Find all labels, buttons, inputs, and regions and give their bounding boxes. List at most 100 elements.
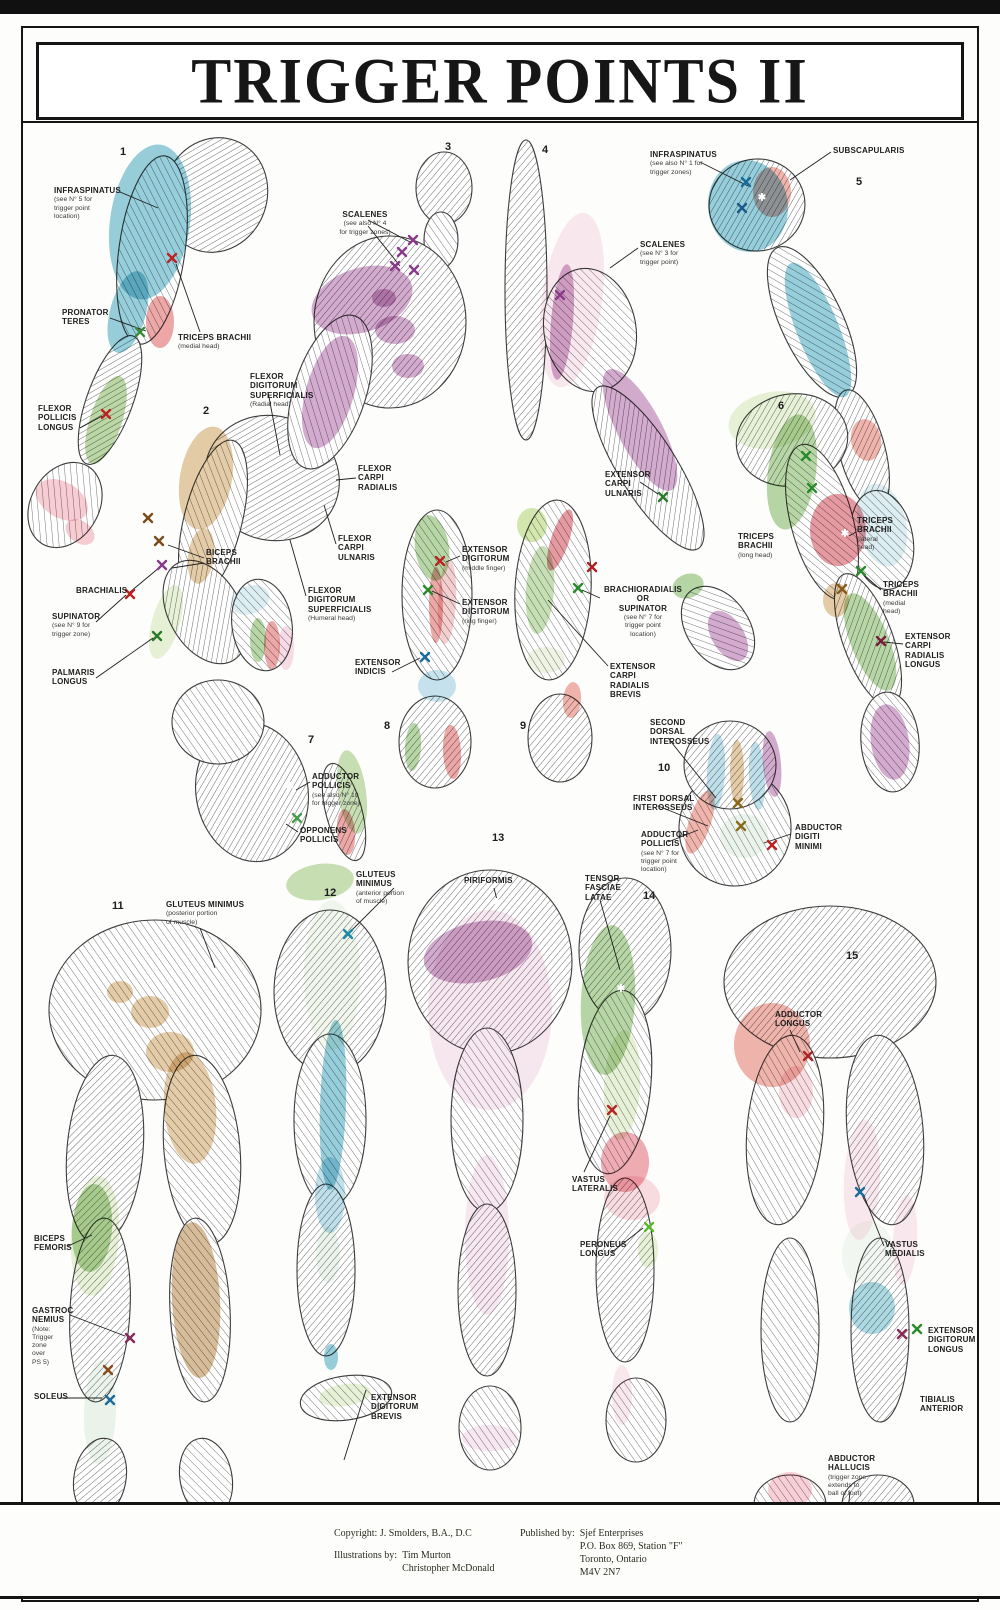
credits-divider — [0, 1502, 1000, 1505]
trigger-zone — [612, 1365, 632, 1425]
leader-line — [343, 1389, 367, 1461]
trigger-zone — [672, 573, 704, 599]
trigger-zone — [437, 560, 457, 644]
illustrations-credit: Illustrations by: Tim Murton Christopher… — [334, 1549, 495, 1575]
publisher-address: Sjef Enterprises P.O. Box 869, Station "… — [580, 1527, 683, 1579]
published-label: Published by: — [520, 1528, 575, 1539]
trigger-zone — [404, 723, 422, 771]
trigger-zone — [146, 296, 174, 348]
leader-line — [657, 805, 709, 827]
trigger-zone — [462, 1425, 518, 1451]
trigger-zone — [843, 1120, 881, 1240]
trigger-zone — [730, 740, 744, 804]
trigger-zone — [36, 479, 88, 521]
sketch-part — [504, 139, 548, 441]
trigger-point-marker — [291, 812, 303, 824]
publisher-line: Toronto, Ontario — [579, 1554, 647, 1565]
trigger-point-marker — [124, 588, 136, 600]
leader-line — [335, 477, 357, 481]
trigger-point-marker — [657, 491, 669, 503]
trigger-zone — [278, 626, 294, 670]
leader-line — [109, 317, 147, 332]
leader-line — [69, 1314, 126, 1337]
trigger-point-marker — [586, 561, 598, 573]
trigger-zone — [527, 647, 565, 673]
trigger-point-marker — [606, 1104, 618, 1116]
trigger-zone — [546, 509, 574, 571]
trigger-zone — [707, 610, 749, 662]
leader-line — [323, 504, 337, 545]
leader-line — [391, 657, 421, 673]
leader-line — [199, 927, 216, 969]
trigger-zone — [65, 519, 95, 545]
trigger-point-marker — [643, 1221, 655, 1233]
illustrations-label: Illustrations by: — [334, 1550, 398, 1561]
leader-line — [445, 555, 461, 563]
trigger-point-marker — [875, 635, 887, 647]
trigger-zone — [465, 1155, 509, 1315]
illustrator: Christopher McDonald — [402, 1563, 495, 1574]
trigger-zone — [766, 414, 818, 530]
leader-line — [289, 539, 307, 597]
trigger-zone — [375, 316, 415, 344]
trigger-point-marker: ✱ — [758, 193, 767, 204]
leader-line — [699, 161, 749, 187]
trigger-zone — [850, 419, 882, 461]
trigger-zone — [442, 725, 462, 779]
trigger-zone — [250, 618, 266, 662]
trigger-zone — [849, 1282, 895, 1334]
trigger-zone — [549, 264, 575, 380]
trigger-point-marker: ✱ — [617, 984, 626, 995]
trigger-zone — [762, 731, 782, 797]
leader-line — [583, 1115, 611, 1173]
trigger-point-marker — [124, 1332, 136, 1344]
trigger-point-marker — [802, 1050, 814, 1062]
leader-line — [175, 263, 201, 333]
trigger-point-marker — [102, 1364, 114, 1376]
trigger-point-marker — [422, 584, 434, 596]
publisher-line: P.O. Box 869, Station "F" — [579, 1541, 683, 1552]
trigger-point-marker — [806, 482, 818, 494]
trigger-zone — [748, 742, 766, 810]
trigger-zone — [870, 704, 910, 780]
trigger-point-marker — [800, 450, 812, 462]
trigger-zone — [286, 863, 354, 901]
trigger-zone — [107, 981, 133, 1003]
page-title: TRIGGER POINTS II — [191, 45, 809, 117]
trigger-zone — [525, 546, 555, 634]
leader-line — [493, 887, 498, 901]
trigger-zone — [418, 670, 456, 702]
trigger-point-marker: ✱ — [493, 898, 502, 909]
trigger-point-marker — [408, 264, 420, 276]
leader-line — [367, 219, 413, 244]
leader-line — [295, 781, 311, 791]
publisher-line: Sjef Enterprises — [579, 1528, 644, 1539]
trigger-zone — [230, 585, 270, 615]
trigger-point-marker — [836, 583, 848, 595]
trigger-zone — [171, 1222, 221, 1378]
trigger-zone — [734, 1003, 810, 1087]
trigger-point-marker — [896, 1328, 908, 1340]
illustrator: Tim Murton — [402, 1550, 451, 1561]
trigger-point-marker — [911, 1323, 923, 1335]
trigger-point-marker — [156, 559, 168, 571]
trigger-zone — [336, 809, 356, 855]
trigger-zone — [429, 567, 443, 643]
trigger-point-marker — [100, 408, 112, 420]
trigger-zone — [856, 483, 908, 567]
leader-line — [848, 531, 857, 537]
illustrator-names: Tim Murton Christopher McDonald — [402, 1549, 495, 1575]
title-box: TRIGGER POINTS II — [36, 42, 964, 120]
trigger-zone — [604, 1176, 660, 1220]
poster-frame — [21, 26, 979, 1602]
trigger-point-marker — [736, 202, 748, 214]
leader-line — [863, 574, 882, 591]
trigger-zone — [319, 1383, 371, 1407]
trigger-point-marker: ✱ — [841, 529, 850, 540]
trigger-point-marker — [396, 246, 408, 258]
trigger-zone — [264, 621, 280, 669]
trigger-zone — [779, 1066, 813, 1118]
trigger-zone — [392, 354, 424, 378]
trigger-point-marker — [134, 326, 146, 338]
